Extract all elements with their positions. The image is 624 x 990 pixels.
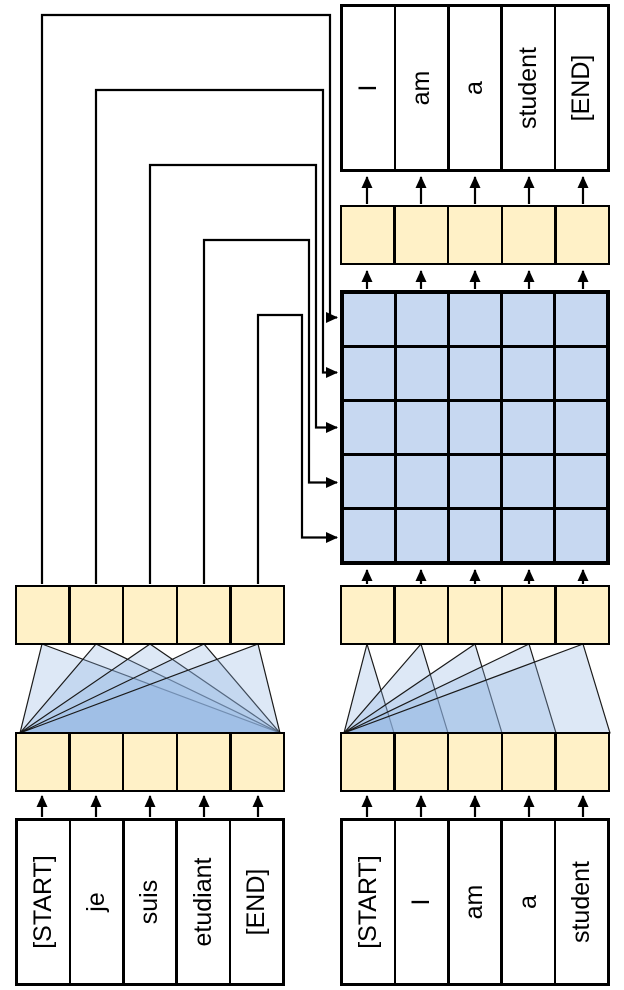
source-embedding-arrows [36, 795, 264, 817]
output-token-cell: student [502, 7, 554, 169]
embedding-cell [503, 207, 555, 263]
attention-cell [449, 509, 501, 561]
source-token-cell: je [71, 821, 123, 983]
decoder-token-cell: am [449, 821, 501, 983]
decoder-embedding-arrows [361, 795, 589, 817]
source-tokens-box: [START] je suis etudiant [END] [15, 818, 285, 986]
decoder-masked-self-attention-fan [343, 643, 611, 734]
attention-cell [396, 509, 448, 561]
embedding-cell [70, 734, 122, 790]
attention-cell [555, 294, 606, 346]
source-token-cell: etudiant [177, 821, 229, 983]
attention-cell [344, 509, 395, 561]
embedding-cell [124, 734, 176, 790]
decoder-to-grid-arrows [361, 569, 589, 584]
embedding-cell [17, 587, 69, 643]
attention-cell [344, 401, 395, 454]
embedding-cell [17, 734, 69, 790]
output-tokens-box: I am a student [END] [340, 4, 610, 172]
source-token-cell: [START] [18, 821, 69, 983]
encoder-state-connector [256, 313, 338, 584]
encoder-state-connector [148, 163, 338, 584]
attention-cell [344, 347, 395, 400]
attention-cell [502, 347, 554, 400]
encoder-output-column [15, 585, 285, 645]
embedding-cell [556, 207, 608, 263]
attention-cell [502, 401, 554, 454]
attention-cell [555, 455, 606, 508]
decoder-token-cell: a [502, 821, 554, 983]
attention-cell [396, 401, 448, 454]
embedding-cell [449, 734, 501, 790]
attention-cell [344, 455, 395, 508]
encoder-embedding-column [15, 732, 285, 792]
attention-cell [344, 294, 395, 346]
post-attention-column [340, 205, 610, 265]
attention-cell [502, 455, 554, 508]
embedding-cell [231, 587, 283, 643]
attention-cell [555, 509, 606, 561]
output-token-cell: am [396, 7, 448, 169]
attention-cell [502, 294, 554, 346]
embedding-cell [70, 587, 122, 643]
output-token-cell: a [449, 7, 501, 169]
attention-cell [449, 401, 501, 454]
attention-cell [449, 455, 501, 508]
cross-attention-grid [340, 290, 610, 565]
attention-cell [449, 347, 501, 400]
embedding-cell [342, 587, 394, 643]
embedding-cell [124, 587, 176, 643]
embedding-cell [178, 734, 230, 790]
attention-cell [555, 401, 606, 454]
embedding-cell [231, 734, 283, 790]
grid-to-states-arrows [361, 270, 589, 289]
encoder-to-decoder-connectors [40, 13, 338, 584]
output-token-cell: [END] [556, 7, 607, 169]
embedding-cell [556, 734, 608, 790]
attention-cell [555, 347, 606, 400]
embedding-cell [342, 207, 394, 263]
attention-cell [396, 455, 448, 508]
output-token-cell: I [343, 7, 394, 169]
encoder-self-attention-fan [19, 643, 281, 734]
embedding-cell [178, 587, 230, 643]
decoder-token-cell: I [396, 821, 448, 983]
states-to-output-arrows [361, 176, 589, 204]
decoder-embedding-column [340, 732, 610, 792]
embedding-cell [395, 207, 447, 263]
embedding-cell [342, 734, 394, 790]
attention-cell [396, 294, 448, 346]
encoder-state-connector [202, 238, 338, 584]
decoder-state-column [340, 585, 610, 645]
encoder-state-connector [40, 13, 338, 584]
source-token-cell: suis [124, 821, 176, 983]
embedding-cell [449, 207, 501, 263]
decoder-token-cell: [START] [343, 821, 394, 983]
attention-cell [449, 294, 501, 346]
decoder-token-cell: student [556, 821, 607, 983]
embedding-cell [395, 587, 447, 643]
embedding-cell [556, 587, 608, 643]
decoder-input-tokens-box: [START] I am a student [340, 818, 610, 986]
embedding-cell [503, 734, 555, 790]
source-token-cell: [END] [231, 821, 282, 983]
encoder-state-connector [94, 88, 338, 584]
embedding-cell [503, 587, 555, 643]
attention-cell [396, 347, 448, 400]
embedding-cell [395, 734, 447, 790]
embedding-cell [449, 587, 501, 643]
attention-cell [502, 509, 554, 561]
